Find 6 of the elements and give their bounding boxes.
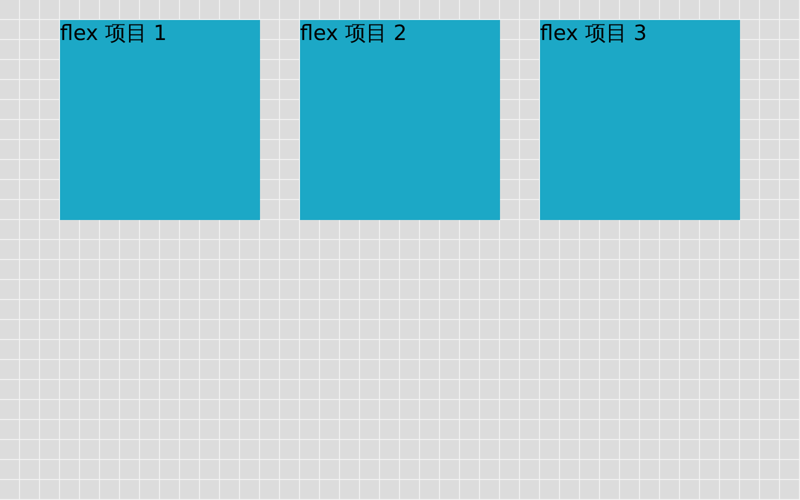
item-label: flex 项目 3	[540, 20, 647, 46]
flex-item-box	[540, 20, 740, 220]
item-label: flex 项目 1	[60, 20, 167, 46]
flex-item-box	[300, 20, 500, 220]
item-label: flex 项目 2	[300, 20, 407, 46]
flex-item-box	[60, 20, 260, 220]
